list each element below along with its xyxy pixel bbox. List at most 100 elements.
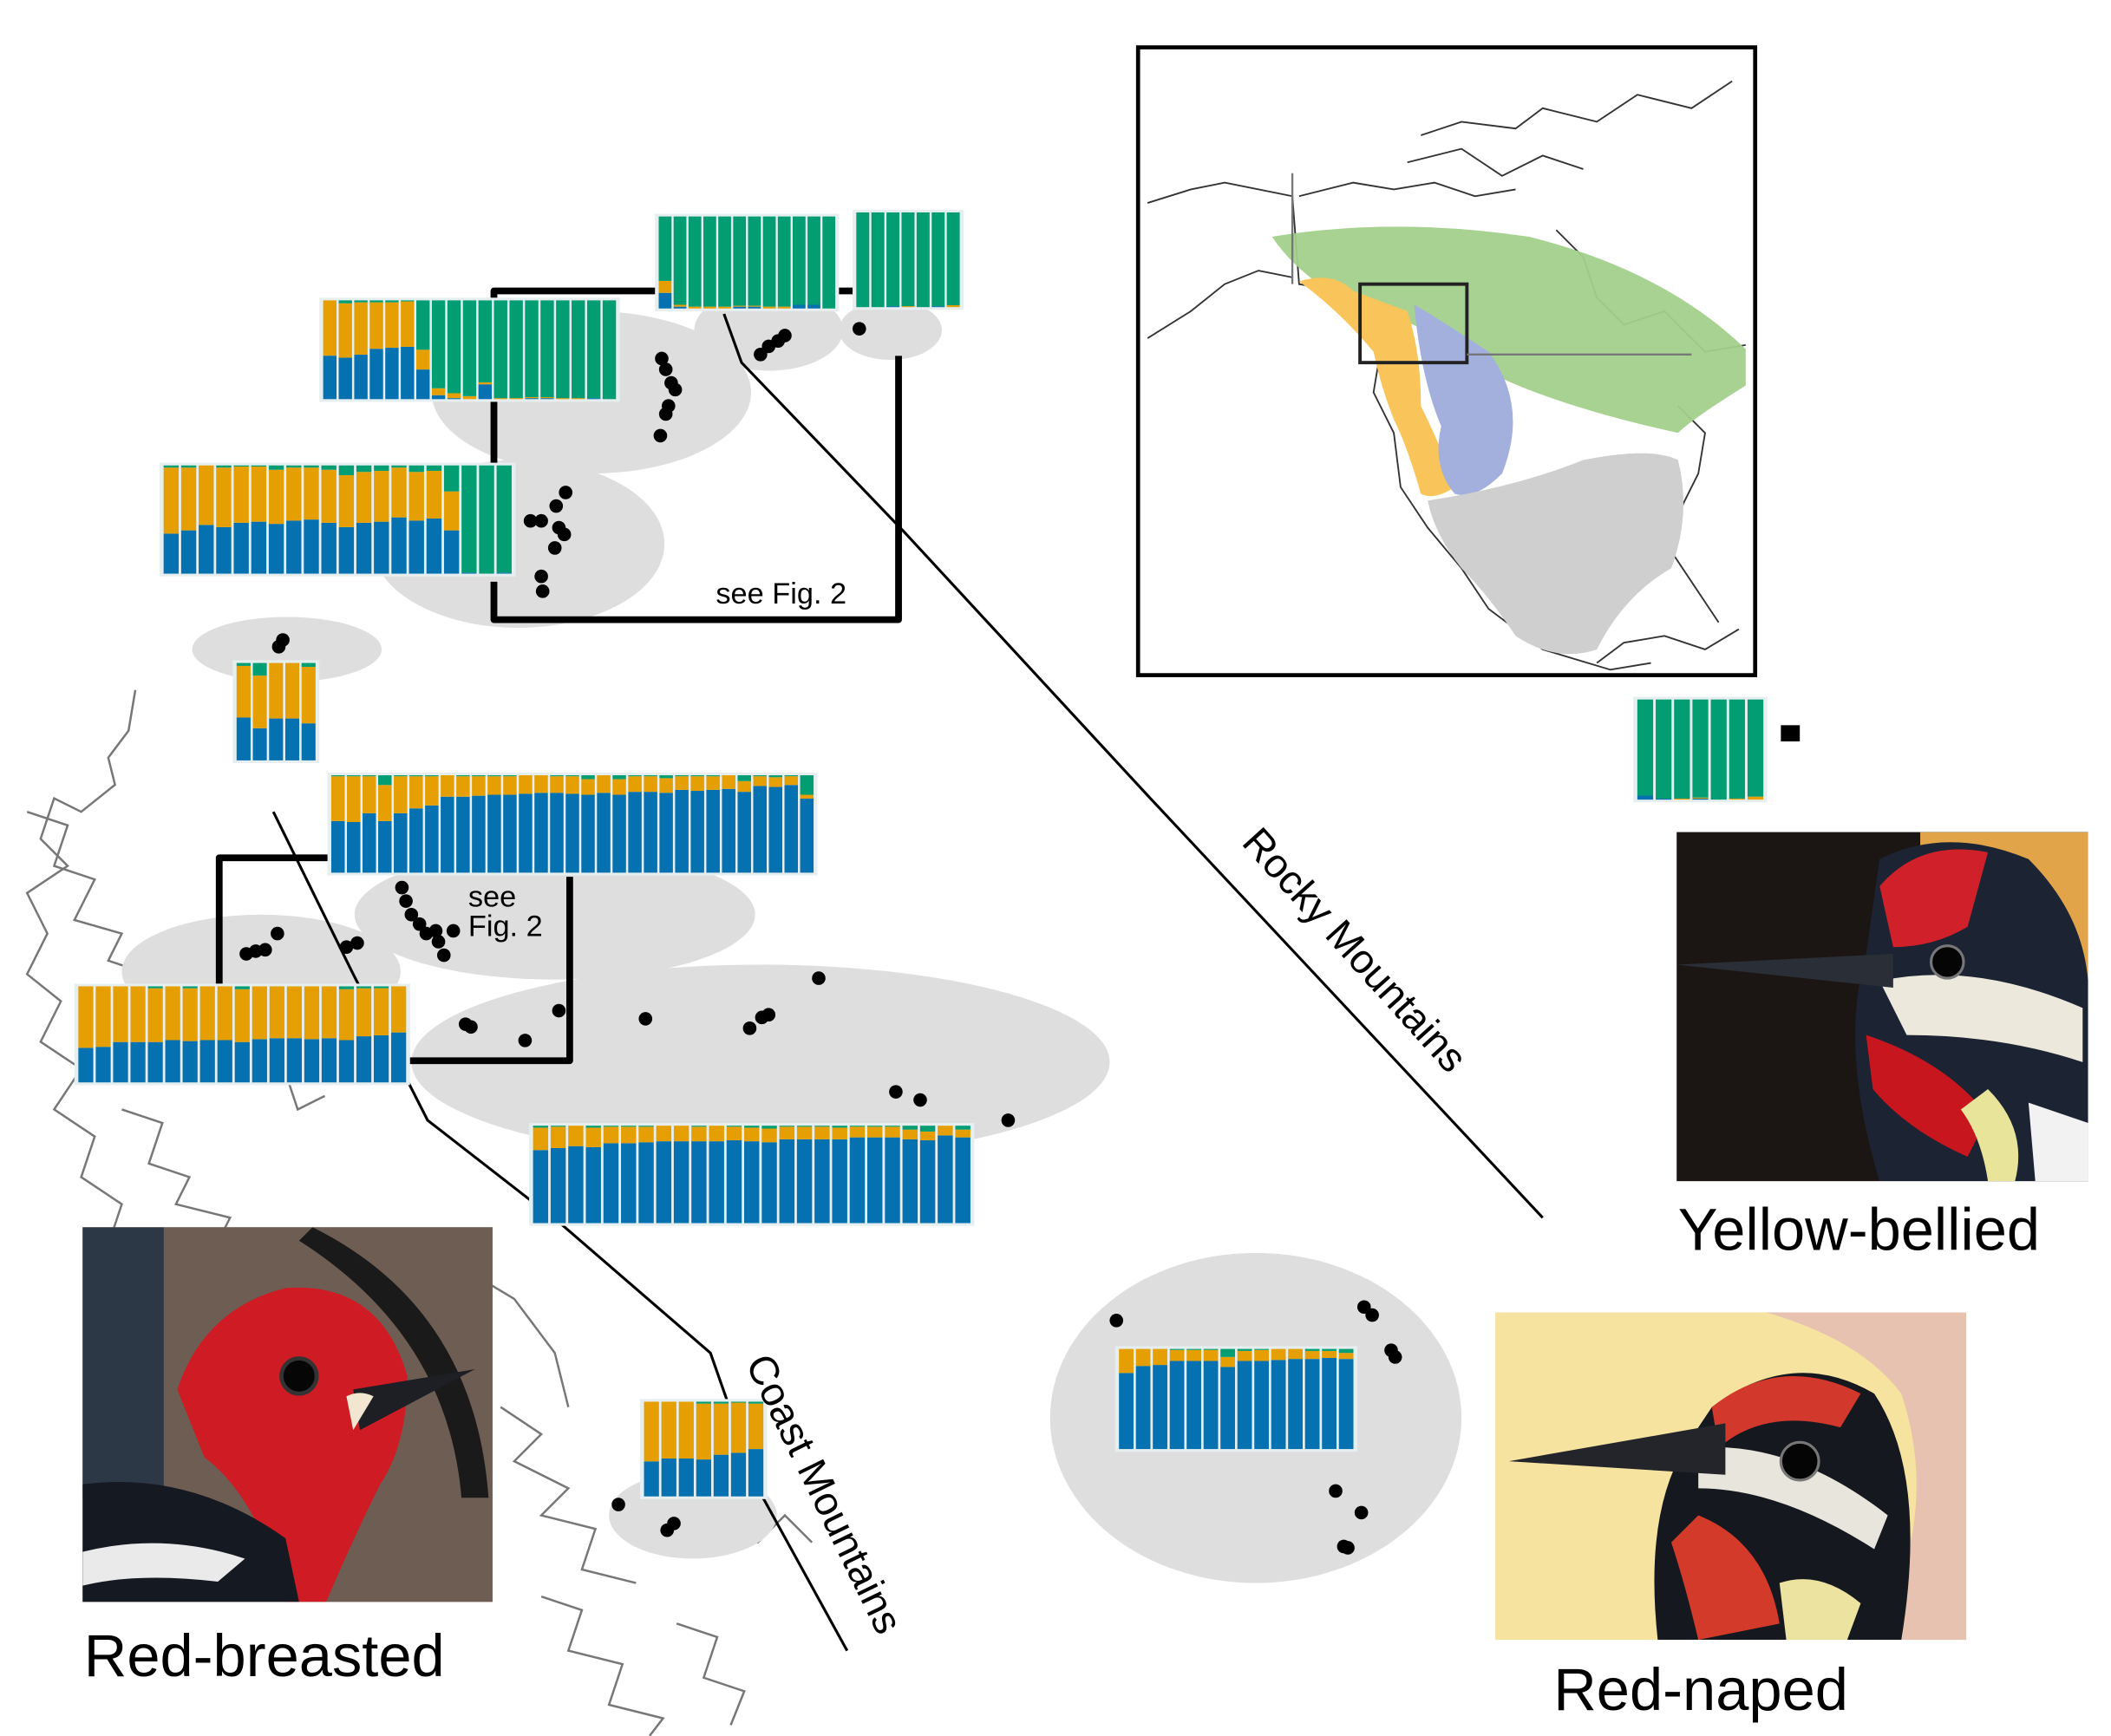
- bar-segment-orange: [1237, 1350, 1252, 1361]
- barplot-north-yellow-bellied-b: [852, 209, 964, 310]
- bar-segment-green: [478, 300, 493, 382]
- red-naped-illustration: [1508, 1312, 1967, 1641]
- bar-segment-orange: [252, 986, 267, 1040]
- bar-segment-orange: [338, 474, 355, 527]
- bar-segment-green: [901, 212, 915, 307]
- sample-point: [658, 362, 673, 376]
- region-ellipse: [839, 300, 942, 361]
- bar-segment-green: [252, 662, 267, 676]
- bar-segment-blue: [540, 398, 554, 400]
- bar-segment-blue: [1237, 1361, 1252, 1450]
- bar-segment-orange: [269, 662, 284, 719]
- bar-segment-blue: [286, 1038, 303, 1083]
- barplot-red-naped-interior: [1114, 1346, 1357, 1452]
- bar-segment-green: [409, 775, 423, 777]
- bar-segment-blue: [236, 717, 251, 760]
- bar-segment-orange: [1254, 1349, 1269, 1361]
- red-breasted-range: [1298, 277, 1455, 497]
- bar-segment-orange: [673, 1126, 690, 1142]
- bar-segment-blue: [252, 728, 267, 760]
- bar-segment-blue: [182, 1041, 198, 1083]
- bar-segment-green: [330, 775, 345, 777]
- bar-segment-blue: [849, 1137, 866, 1224]
- bar-segment-green: [673, 216, 687, 305]
- bar-segment-blue: [374, 521, 389, 574]
- bar-segment-blue: [644, 1461, 659, 1497]
- bar-segment-orange: [901, 306, 915, 308]
- bar-segment-green: [586, 300, 601, 399]
- bar-segment-green: [761, 1126, 777, 1129]
- bar-segment-green: [706, 775, 720, 777]
- bar-segment-orange: [374, 470, 389, 522]
- bar-segment-green: [792, 216, 806, 305]
- bar-segment-green: [1656, 699, 1672, 799]
- bar-segment-blue: [581, 794, 595, 873]
- bar-segment-green: [540, 300, 554, 398]
- bar-segment-green: [338, 300, 352, 303]
- bar-segment-orange: [304, 467, 319, 520]
- bar-segment-green: [1637, 699, 1654, 796]
- bar-segment-orange: [585, 1127, 601, 1147]
- bar-segment-blue: [565, 793, 579, 873]
- bar-segment-blue: [691, 1141, 707, 1224]
- bar-segment-blue: [673, 1141, 690, 1224]
- bar-segment-orange: [1288, 1348, 1303, 1360]
- bar-segment-green: [1710, 699, 1727, 800]
- bar-segment-blue: [363, 813, 376, 873]
- sample-point: [549, 499, 564, 513]
- sample-point: [1365, 1308, 1379, 1322]
- bar-segment-green: [496, 465, 512, 573]
- bar-segment-green: [871, 212, 885, 308]
- bar-segment-green: [338, 986, 355, 989]
- bar-segment-orange: [777, 306, 791, 309]
- bar-segment-orange: [533, 1127, 549, 1151]
- bar-segment-blue: [321, 522, 337, 574]
- bar-segment-orange: [581, 779, 595, 795]
- bar-segment-blue: [441, 796, 454, 873]
- bar-segment-orange: [509, 398, 523, 400]
- sample-point: [431, 935, 446, 949]
- bar-segment-green: [268, 465, 284, 470]
- sample-point: [399, 894, 413, 908]
- bar-segment-green: [373, 986, 389, 989]
- bar-segment-blue: [722, 788, 735, 873]
- bar-segment-blue: [338, 357, 352, 400]
- yellow-bellied-range: [1271, 226, 1746, 434]
- bar-segment-orange: [330, 776, 345, 821]
- sample-point: [446, 923, 461, 938]
- bar-segment-orange: [1135, 1348, 1151, 1367]
- bar-segment-green: [628, 775, 642, 777]
- bar-segment-green: [233, 465, 249, 467]
- bar-segment-blue: [621, 1143, 637, 1224]
- bar-segment-orange: [456, 776, 470, 797]
- bar-segment-blue: [1304, 1359, 1320, 1450]
- bar-segment-blue: [768, 786, 782, 873]
- photo-yellow-bellied: [1676, 832, 2088, 1182]
- bar-segment-blue: [95, 1047, 111, 1083]
- bar-segment-orange: [1271, 1348, 1286, 1361]
- sample-point: [889, 1085, 903, 1099]
- bar-segment-green: [886, 212, 900, 307]
- bar-segment-blue: [814, 1139, 830, 1224]
- bar-segment-green: [748, 216, 761, 306]
- bar-segment-blue: [338, 526, 355, 574]
- bar-segment-orange: [628, 776, 642, 793]
- bar-segment-orange: [726, 1126, 742, 1141]
- bar-segment-green: [363, 775, 376, 777]
- bar-segment-blue: [638, 1142, 654, 1224]
- sample-point: [395, 880, 409, 895]
- bar-segment-green: [688, 216, 702, 307]
- bar-segment-orange: [426, 470, 442, 519]
- bar-segment-orange: [703, 306, 716, 309]
- bar-segment-orange: [733, 305, 747, 307]
- bar-segment-orange: [409, 776, 423, 809]
- bracket: [408, 877, 573, 1065]
- bar-segment-orange: [1169, 1349, 1185, 1361]
- bar-segment-orange: [946, 305, 960, 308]
- bar-segment-green: [163, 465, 180, 468]
- bar-segment-blue: [165, 1040, 180, 1083]
- bar-segment-orange: [163, 467, 180, 534]
- rocky-mountains-line: [722, 313, 1544, 1219]
- bar-segment-green: [426, 465, 442, 471]
- bar-segment-blue: [478, 384, 493, 400]
